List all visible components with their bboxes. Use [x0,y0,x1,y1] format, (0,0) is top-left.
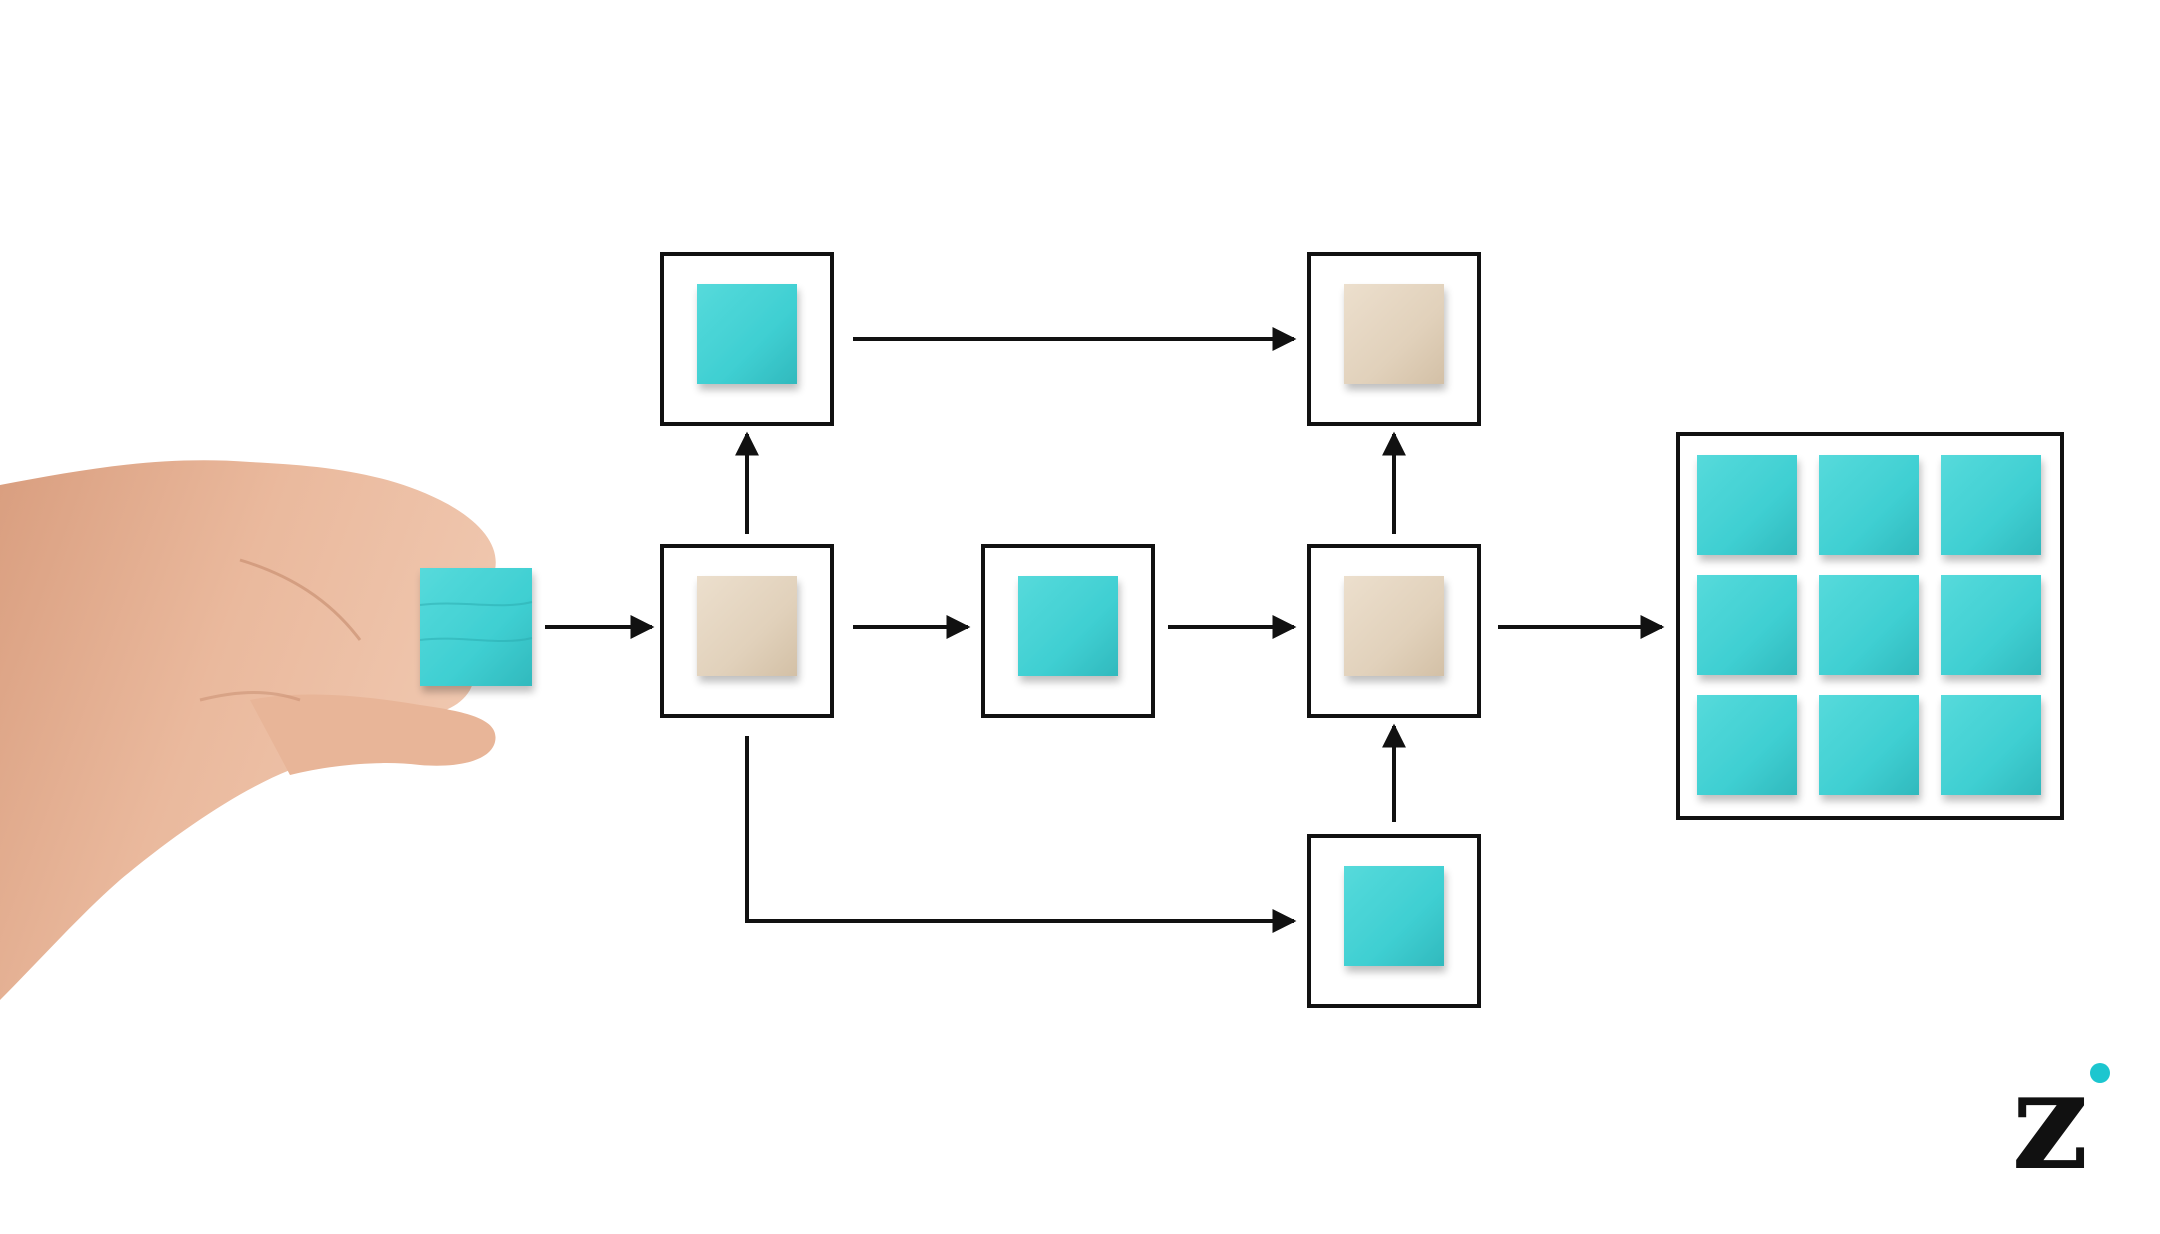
frame-split [660,544,834,718]
frame-bottom-right [1307,834,1481,1008]
grid-block [1819,695,1919,795]
frame-top-right [1307,252,1481,426]
beige-block [697,576,797,676]
hand-illustration [0,460,496,1001]
grid-block [1941,455,2041,555]
grid-block [1941,695,2041,795]
teal-block [1344,866,1444,966]
logo-letter: z [2011,1041,2088,1201]
hand-crease [239,558,362,641]
teal-block [697,284,797,384]
grid-block [1819,575,1919,675]
grid-block [1819,455,1919,555]
grid-block [1697,455,1797,555]
arrow-split-to-bottom-right [745,736,1297,933]
brand-logo: z [2011,1041,2110,1201]
frame-merge [1307,544,1481,718]
frame-output-grid [1676,432,2064,820]
beige-block [1344,576,1444,676]
teal-block [1018,576,1118,676]
frame-middle [981,544,1155,718]
logo-dot [2090,1063,2110,1083]
beige-block [1344,284,1444,384]
arrows [545,327,1665,933]
grid-block [1941,575,2041,675]
hand-thumb [250,694,496,775]
grid-block [1697,695,1797,795]
hand-crease-2 [199,691,301,702]
frame-top-left [660,252,834,426]
hand-palm [0,460,496,1001]
held-teal-block [419,568,533,686]
grid-block [1697,575,1797,675]
